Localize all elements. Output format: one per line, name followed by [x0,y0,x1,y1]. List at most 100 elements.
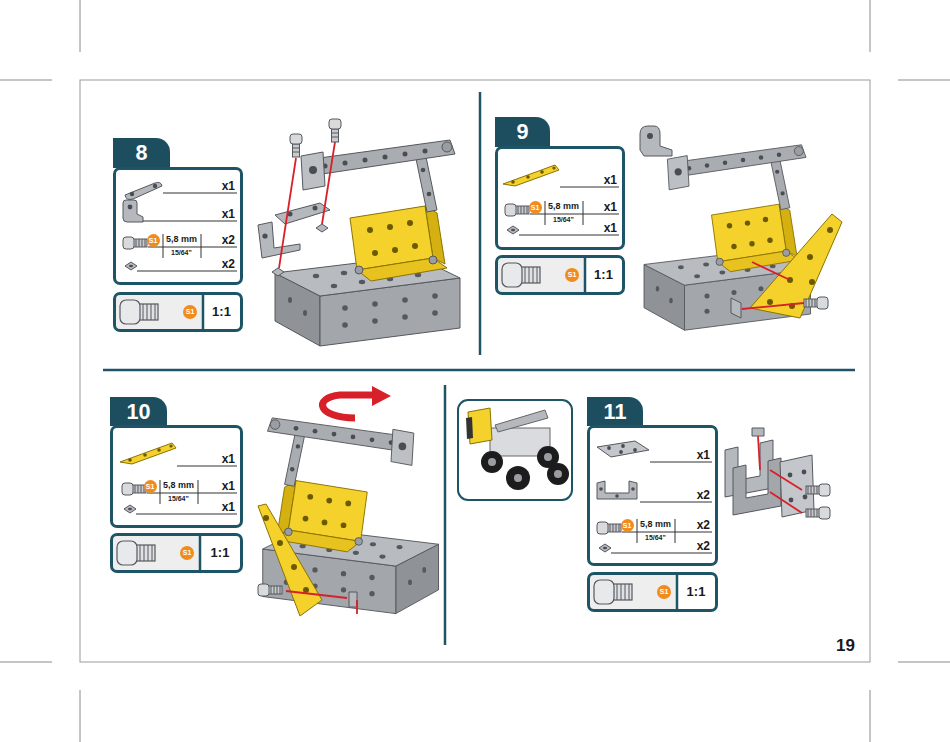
step-illustration [733,458,781,515]
step-illustration [767,299,773,305]
step-illustration [640,126,842,330]
leader-line [163,193,237,194]
step-illustration [770,470,802,490]
step-illustration [329,119,341,142]
leader-line [637,519,638,543]
step-illustration [788,473,793,478]
crop-marks [870,0,871,52]
leader-line [560,187,619,188]
step-illustration [322,142,335,224]
scale-panel [502,263,540,287]
quantity: x1 [222,180,235,192]
step-illustration [275,140,460,346]
dimension: 5,8 mm [163,480,194,490]
scale-ratio: 1:1 [200,545,240,561]
step-illustration [279,158,296,268]
screw-code-badge: S1 [180,546,194,560]
model-preview [481,451,503,473]
dimension: 5,8 mm [640,519,671,529]
step-illustration [272,268,284,276]
scale-ratio: 1:1 [203,304,240,320]
model-preview [495,410,548,432]
step-illustration [263,515,269,521]
step-illustration [742,262,804,309]
dimension-inch: 15/64" [645,534,666,542]
screw-code-badge: S1 [565,268,579,282]
step-illustration [725,440,773,497]
step-illustration [322,395,374,418]
parts-icons [503,165,559,186]
parts-icons [505,204,529,216]
crop-marks [898,80,950,81]
leader-line [650,462,712,463]
leader-line [622,532,712,533]
step-illustration [286,591,347,598]
quantity: x1 [222,208,235,220]
section-divider [103,92,855,645]
scale-panel [113,536,200,570]
step-illustration [802,470,807,475]
step-illustration [809,279,815,285]
screw-code-badge: S1 [621,519,634,532]
step-illustration [290,134,302,157]
step-illustration [640,126,672,156]
step-number-tab: 9 [495,117,550,147]
scale-box: S11:1 [495,255,625,295]
model-preview [544,453,552,461]
parts-icons [507,226,519,234]
dimension-inch: 15/64" [171,249,192,257]
scale-panel [590,575,677,609]
step-illustration [356,600,358,614]
step-illustration [806,507,830,519]
leader-line [177,466,237,467]
step-illustration [804,297,828,309]
scale-box: S1 1:1 [110,533,243,573]
step-illustration [258,222,300,258]
scale-panel [498,258,585,292]
section-divider [479,92,482,355]
leader-line [198,480,199,504]
quantity: x1 [604,174,617,186]
scale-panel [116,295,203,329]
step-illustration [742,303,804,309]
step-number: 11 [587,397,643,426]
model-preview [547,463,569,485]
step-illustration [349,592,357,607]
screw-code-badge: S1 [657,585,671,599]
parts-icons [597,522,621,534]
model-preview [514,474,522,482]
step-illustration [752,262,790,280]
page-frame [80,80,870,662]
scale-panel [676,572,679,612]
step-number: 9 [495,117,550,147]
step-number-tab: 11 [587,397,643,426]
crop-marks [870,690,871,742]
leader-line [583,201,584,225]
parts-icons [122,483,146,495]
step-number: 10 [110,397,167,426]
scale-box: S11:1 [587,572,718,612]
step-number: 8 [113,138,170,168]
scale-panel [120,300,158,324]
step-illustration [279,142,335,268]
model-preview [458,400,572,500]
step-illustration [258,386,439,616]
parts-icons [125,262,137,270]
step-illustration [313,206,318,211]
scale-panel [594,580,632,604]
leader-line [163,234,164,258]
quantity: x1 [604,201,617,213]
step-illustration [277,540,283,546]
step-illustration [803,495,808,500]
model-preview [488,458,496,466]
quantity: x1 [222,501,235,513]
quantity: x2 [222,234,235,246]
quantity: x2 [697,489,710,501]
section-divider [103,369,855,372]
step-illustration [258,119,460,346]
step-illustration [262,233,267,238]
step-illustration [291,564,297,570]
